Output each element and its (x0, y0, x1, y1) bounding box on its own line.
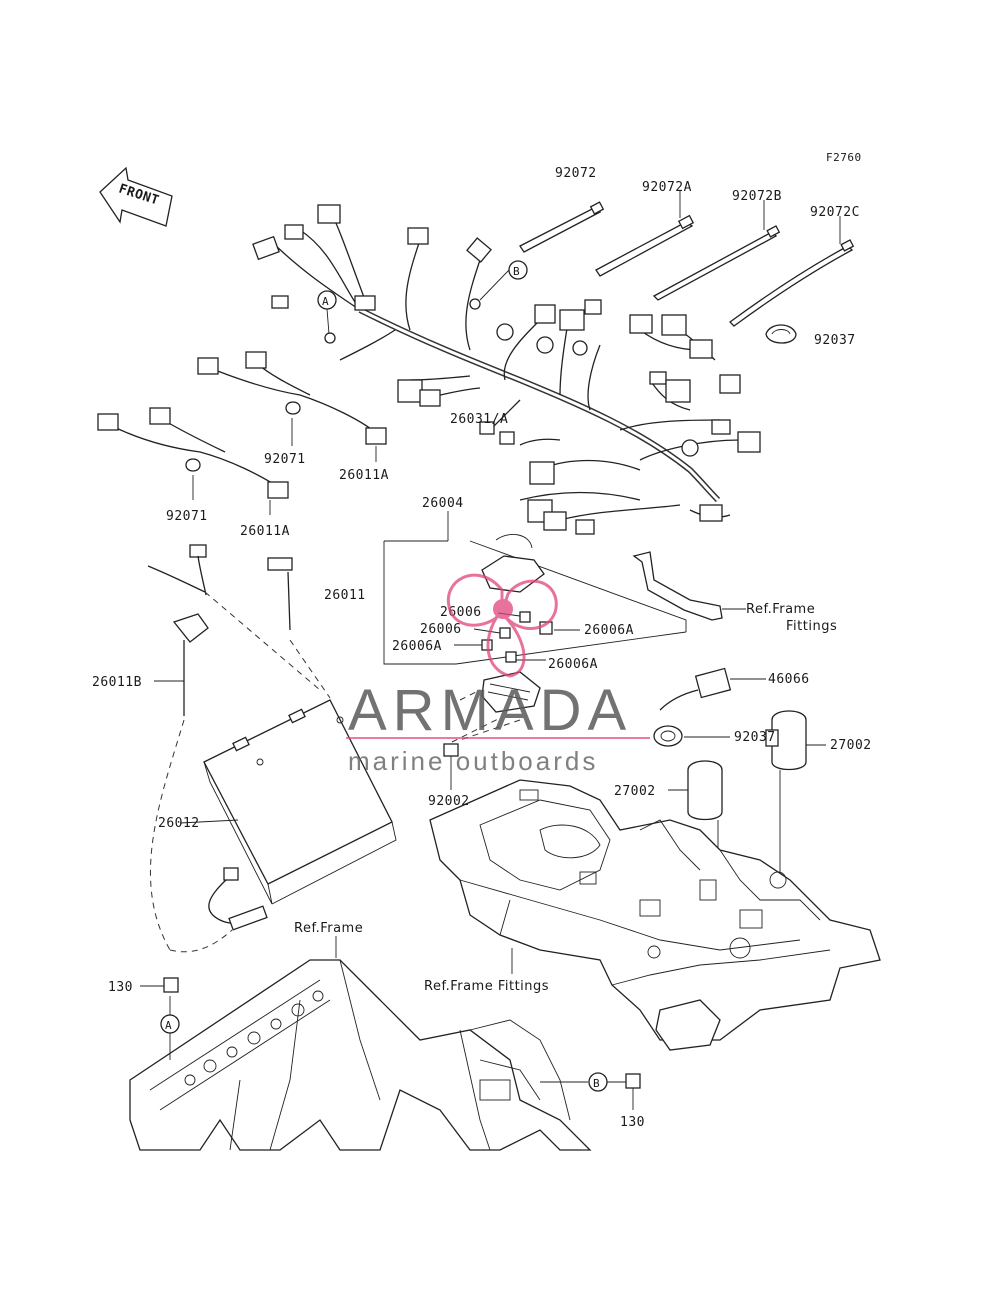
battery-cable-26011B (150, 613, 209, 951)
figure-code: F2760 (826, 151, 862, 164)
relay-27002-right (765, 710, 826, 880)
grommet-92037-mid (653, 725, 730, 747)
label-92072B: 92072B (732, 189, 782, 204)
label-92002: 92002 (428, 794, 470, 809)
frame-fitting-bracket (632, 551, 746, 621)
label-26031: 26031/A (450, 412, 508, 427)
label-ref-frame: Ref.Frame (294, 921, 363, 936)
label-92071-lower: 92071 (166, 509, 208, 524)
label-92037-mid: 92037 (734, 730, 776, 745)
bolt-130-right (625, 1073, 641, 1110)
label-26011: 26011 (324, 588, 366, 603)
label-26004: 26004 (422, 496, 464, 511)
battery-26012 (179, 699, 397, 905)
label-92072: 92072 (555, 166, 597, 181)
callout-a-bottom: A (160, 996, 180, 1060)
label-ref-frame-fittings-2: Fittings (786, 619, 837, 634)
sub-harness-26011A-upper (197, 351, 387, 462)
battery-tray (429, 779, 881, 1051)
watermark-subtitle: marine outboards (348, 746, 598, 776)
label-27002-right: 27002 (830, 738, 872, 753)
bolt-92002 (443, 717, 501, 790)
label-26006-b: 26006 (420, 622, 462, 637)
callout-b-top: B (479, 260, 528, 301)
label-130-right: 130 (620, 1115, 645, 1130)
label-26011A-upper: 26011A (339, 468, 389, 483)
battery-cable-negative (169, 867, 268, 953)
bolt-130-left (140, 977, 179, 993)
sub-harness-26011A-lower (97, 407, 289, 515)
battery-cable-positive (147, 544, 321, 691)
label-26006A-b: 26006A (392, 639, 442, 654)
label-130-left: 130 (108, 980, 133, 995)
label-92071-upper: 92071 (264, 452, 306, 467)
label-92072A: 92072A (642, 180, 692, 195)
label-ref-frame-fittings-bottom: Ref.Frame Fittings (424, 979, 549, 994)
label-46066: 46066 (768, 672, 810, 687)
svg-text:B: B (513, 265, 520, 278)
label-92037-top: 92037 (814, 333, 856, 348)
label-ref-frame-fittings-1: Ref.Frame (746, 602, 815, 617)
callout-a-top: A (317, 290, 337, 335)
watermark-logo-icon (446, 573, 558, 678)
label-26011A-lower: 26011A (240, 524, 290, 539)
svg-text:A: A (165, 1019, 172, 1032)
label-92072C: 92072C (810, 205, 860, 220)
svg-text:A: A (322, 295, 329, 308)
cable-tie-92072A (595, 190, 695, 277)
watermark-title: ARMADA (348, 678, 632, 743)
callout-b-bottom: B (588, 1072, 626, 1092)
front-arrow-icon: FRONT (99, 166, 173, 227)
clamp-92037-top (765, 324, 797, 344)
label-26006A-a: 26006A (584, 623, 634, 638)
fuse-box-group (383, 511, 687, 741)
label-26006A-c: 26006A (548, 657, 598, 672)
watermark: ARMADA marine outboards (346, 573, 650, 776)
sensor-46066 (659, 667, 766, 711)
battery-cable-26011 (267, 557, 331, 699)
main-wiring-harness (252, 204, 761, 535)
label-26011B: 26011B (92, 675, 142, 690)
cable-tie-92072 (519, 201, 605, 253)
frame (129, 936, 592, 1151)
svg-text:B: B (593, 1077, 600, 1090)
cable-tie-92072C (729, 216, 855, 327)
label-26012: 26012 (158, 816, 200, 831)
label-27002-left: 27002 (614, 784, 656, 799)
label-26006-a: 26006 (440, 605, 482, 620)
cable-tie-92072B (652, 200, 781, 301)
